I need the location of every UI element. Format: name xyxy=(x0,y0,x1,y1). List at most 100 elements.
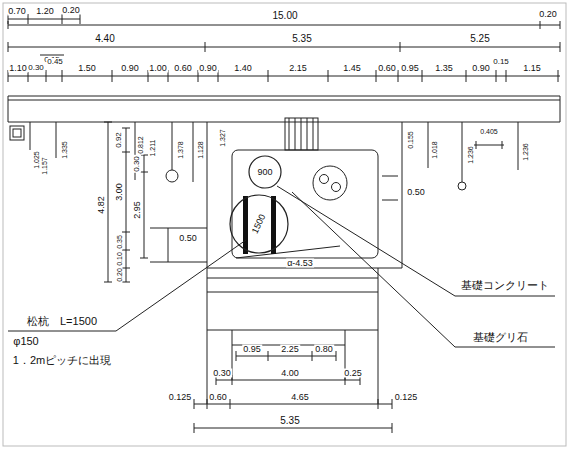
left-dimension xyxy=(122,128,130,129)
dimension-label: 0.15 xyxy=(492,58,510,66)
utility-line xyxy=(458,182,466,190)
culvert-box xyxy=(285,118,318,150)
bottom-dimension xyxy=(194,428,392,429)
dimension-label: 1.50 xyxy=(77,64,97,73)
bottom-dimension xyxy=(194,423,195,433)
leader-line xyxy=(292,192,555,347)
bottom-dimension xyxy=(312,351,313,361)
dimension-label: 0.80 xyxy=(314,345,334,354)
note-label: 基礎グリ石 xyxy=(472,332,529,343)
left-dimension xyxy=(144,155,145,258)
culvert-box xyxy=(382,176,398,177)
depth-label: 1.236 xyxy=(467,145,474,165)
utility-line xyxy=(193,122,194,182)
dimension-tick xyxy=(268,70,269,82)
pine-pile xyxy=(271,196,276,254)
depth-label: 0.155 xyxy=(407,130,414,150)
bottom-dimension xyxy=(236,356,336,357)
culvert-box xyxy=(332,183,341,192)
dimension-tick xyxy=(422,70,423,82)
culvert-box xyxy=(232,330,233,345)
culvert-box xyxy=(207,330,378,331)
dimension-line xyxy=(28,14,29,24)
depth-label: 0.405 xyxy=(479,128,499,135)
dimension-label: 0.90 xyxy=(120,64,140,73)
dimension-label: 1.40 xyxy=(233,64,253,73)
depth-label: 1.025 xyxy=(33,150,40,170)
dimension-label: 1.35 xyxy=(434,64,454,73)
utility-line xyxy=(474,145,504,146)
road-slab xyxy=(8,96,560,140)
dimension-line xyxy=(8,42,9,52)
dimension-label: 0.90 xyxy=(198,64,218,73)
dimension-label: 0.30 xyxy=(133,155,141,173)
dimension-label: 0.70 xyxy=(7,7,27,16)
left-dimension xyxy=(122,152,130,153)
pipe-outline xyxy=(249,156,281,188)
dimension-label: 0.20 xyxy=(116,267,123,283)
left-dimension xyxy=(104,122,112,123)
culvert-box xyxy=(313,166,347,200)
depth-label: 1.327 xyxy=(219,128,226,148)
dimension-line xyxy=(62,14,63,24)
road-slab xyxy=(13,129,21,137)
utility-line xyxy=(428,122,429,168)
dimension-label: 15.00 xyxy=(271,11,298,21)
dimension-label: 0.10 xyxy=(116,251,123,267)
dimension-label: 0.60 xyxy=(173,64,193,73)
left-dimension xyxy=(122,282,130,283)
utility-line xyxy=(56,122,57,158)
dimension-tick xyxy=(506,70,507,82)
culvert-box xyxy=(307,118,308,150)
culvert-box xyxy=(345,330,346,345)
dimension-line xyxy=(80,14,81,24)
dimension-label: 5.35 xyxy=(291,34,312,44)
dimension-tick xyxy=(62,70,63,82)
left-dimension xyxy=(150,262,207,263)
road-slab xyxy=(8,96,560,97)
note-label: φ150 xyxy=(12,336,40,347)
utility-line xyxy=(502,141,503,149)
depth-label: 1.335 xyxy=(61,140,68,160)
dimension-label: 1.15 xyxy=(522,64,542,73)
pipe-diameter: 900 xyxy=(256,168,273,177)
left-dimension xyxy=(140,258,148,259)
left-dimension xyxy=(150,228,207,229)
dimension-label: 5.35 xyxy=(279,416,300,426)
bottom-dimension xyxy=(268,351,269,361)
dimension-label: 0.125 xyxy=(394,393,419,402)
culvert-box xyxy=(320,175,329,184)
dimension-label: 0.95 xyxy=(242,345,262,354)
left-dimension xyxy=(122,250,130,251)
dimension-label: 0.35 xyxy=(116,234,123,250)
leader-line xyxy=(8,240,246,331)
dimension-label: 0.90 xyxy=(471,64,491,73)
culvert-box xyxy=(207,118,402,345)
left-dimension xyxy=(122,268,130,269)
utility-line xyxy=(462,122,463,182)
dimension-tick xyxy=(398,70,399,82)
depth-label: 1.211 xyxy=(149,139,156,158)
dimension-line xyxy=(8,76,560,77)
dimension-label: 0.50 xyxy=(178,234,198,243)
dimension-label: 2.95 xyxy=(133,200,142,220)
dimension-tick xyxy=(328,70,329,82)
bottom-dimension xyxy=(236,351,237,361)
pine-pile xyxy=(243,196,248,254)
left-dimension xyxy=(126,128,127,282)
dimension-label: 3.00 xyxy=(115,182,124,202)
bottom-dimension xyxy=(194,399,195,409)
dimension-tick xyxy=(112,70,113,82)
note-label: 1．2mピッチに出現 xyxy=(12,355,112,366)
dimension-label: 1.10 xyxy=(8,64,28,73)
utility-line xyxy=(476,141,477,149)
culvert-box xyxy=(295,118,296,150)
pine-pile xyxy=(243,196,276,254)
left-dimension xyxy=(104,282,112,283)
dimension-label: 0.125 xyxy=(168,393,193,402)
depth-label: 1.378 xyxy=(177,140,184,160)
road-slab xyxy=(560,96,561,122)
left-dimension xyxy=(140,172,148,173)
sheet-frame xyxy=(3,3,566,446)
culvert-box xyxy=(402,122,403,268)
